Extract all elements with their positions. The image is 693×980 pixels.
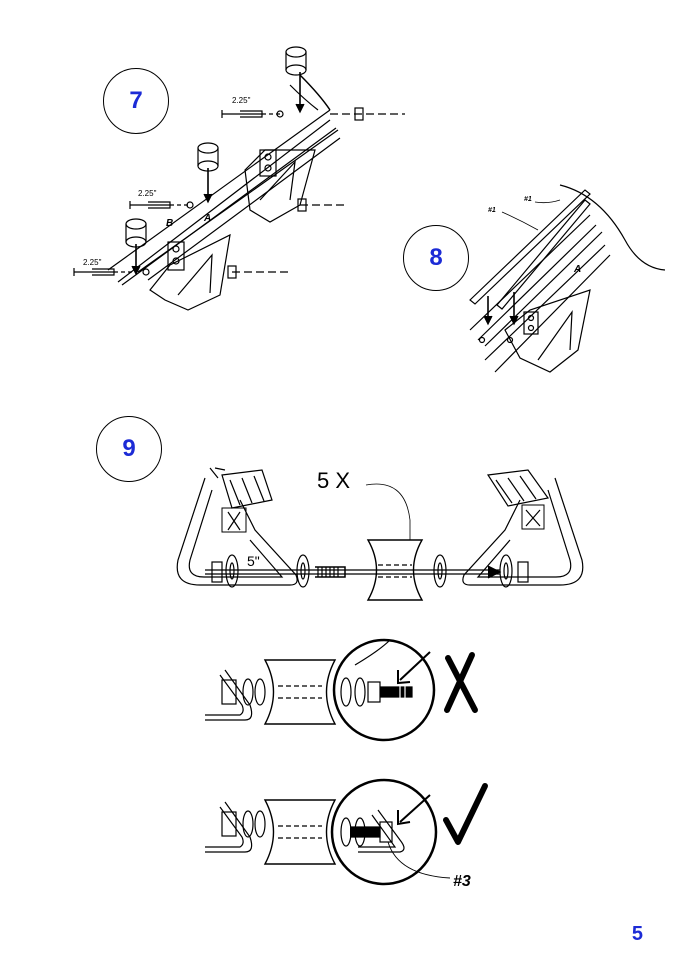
detail-labels: #3 bbox=[453, 873, 471, 890]
detail-incorrect bbox=[205, 638, 478, 742]
part-label-1: #1 bbox=[488, 207, 496, 214]
step-8-labels: #1 #1 A bbox=[488, 196, 581, 275]
step-9-number: 9 bbox=[122, 435, 136, 462]
dimension-label: 2.25" bbox=[83, 258, 102, 267]
detail-correct bbox=[205, 778, 488, 886]
dimension-label: 2.25" bbox=[138, 189, 157, 198]
part-label-3: #3 bbox=[453, 873, 471, 890]
dimension-label: 2.25" bbox=[232, 96, 251, 105]
step-7-circle: 7 bbox=[103, 68, 169, 134]
roller-1 bbox=[285, 46, 307, 114]
bolt-2 bbox=[129, 198, 345, 212]
step-8-circle: 8 bbox=[403, 225, 469, 291]
step-7-labels: 2.25" 2.25" 2.25" B A bbox=[83, 96, 251, 267]
step-8-number: 8 bbox=[429, 244, 443, 271]
bracket-upper bbox=[244, 149, 316, 223]
length-label: 5" bbox=[247, 553, 260, 569]
bolt-1 bbox=[221, 107, 405, 121]
step-7-number: 7 bbox=[129, 87, 143, 114]
step-9-circle: 9 bbox=[96, 416, 162, 482]
page-number: 5 bbox=[631, 923, 643, 945]
part-letter-b: B bbox=[166, 218, 173, 229]
bracket-lower bbox=[149, 233, 231, 311]
step-9-illustration bbox=[176, 467, 584, 601]
bolt-3 bbox=[73, 265, 292, 279]
part-letter-a: A bbox=[573, 264, 581, 275]
step-8-illustration bbox=[469, 184, 666, 373]
roller-2 bbox=[197, 142, 219, 204]
part-letter-a: A bbox=[203, 213, 211, 224]
step-9-labels: 5 X 5" bbox=[247, 468, 350, 569]
part-label-1: #1 bbox=[524, 196, 532, 203]
step-7-illustration bbox=[73, 46, 405, 311]
roller-3 bbox=[125, 218, 147, 276]
quantity-label: 5 X bbox=[317, 468, 350, 493]
